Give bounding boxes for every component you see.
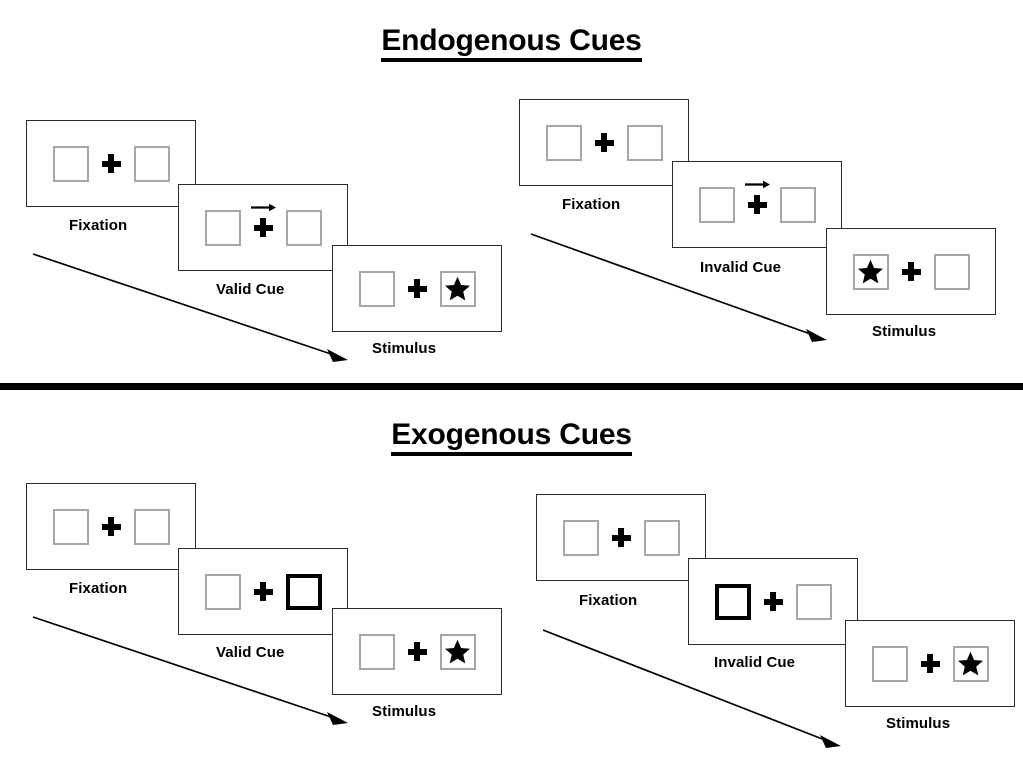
fixation-cross-icon <box>763 592 783 611</box>
fixation-cross-icon <box>251 203 276 237</box>
panel-content <box>673 162 841 247</box>
panel-exogenous-valid-cue <box>178 548 348 635</box>
left-placeholder-box <box>545 124 582 161</box>
panel-exogenous-valid-fixation <box>26 483 196 570</box>
fixation-cross-icon <box>611 528 631 547</box>
caption-exogenous-invalid-cue: Invalid Cue <box>714 654 796 671</box>
stimulus-cluster <box>871 645 989 682</box>
stimulus-cluster <box>545 124 663 161</box>
right-placeholder-box <box>439 270 476 307</box>
star-icon <box>857 258 884 285</box>
panel-content <box>827 229 995 314</box>
left-placeholder-box <box>358 633 395 670</box>
panel-content <box>689 559 857 644</box>
left-placeholder-box <box>871 645 908 682</box>
left-placeholder-box <box>358 270 395 307</box>
fixation-cross-icon <box>745 180 770 214</box>
left-placeholder-box <box>852 253 889 290</box>
left-placeholder-box <box>52 145 89 182</box>
stimulus-cluster <box>852 253 970 290</box>
panel-exogenous-invalid-cue <box>688 558 858 645</box>
fixation-cross-icon <box>901 262 921 281</box>
left-placeholder-box <box>204 573 241 610</box>
section-title-exogenous: Exogenous Cues <box>0 418 1023 456</box>
panel-content <box>179 185 347 270</box>
caption-endogenous-valid-cue: Valid Cue <box>216 281 285 298</box>
caption-exogenous-valid-stimulus: Stimulus <box>372 703 437 720</box>
panel-endogenous-invalid-fixation <box>519 99 689 186</box>
stimulus-cluster <box>204 573 322 610</box>
panel-exogenous-invalid-stimulus <box>845 620 1015 707</box>
star-icon <box>444 275 471 302</box>
stimulus-cluster <box>698 180 816 223</box>
left-placeholder-box-cued <box>714 583 751 620</box>
caption-endogenous-invalid-cue: Invalid Cue <box>700 259 782 276</box>
stimulus-cluster <box>52 145 170 182</box>
left-placeholder-box <box>562 519 599 556</box>
panel-content <box>333 246 501 331</box>
right-placeholder-box <box>626 124 663 161</box>
fixation-cross-icon <box>594 133 614 152</box>
right-placeholder-box <box>643 519 680 556</box>
right-placeholder-box <box>133 145 170 182</box>
section-divider <box>0 383 1023 390</box>
panel-exogenous-invalid-fixation <box>536 494 706 581</box>
fixation-cross-icon <box>407 279 427 298</box>
right-placeholder-box <box>952 645 989 682</box>
panel-content <box>846 621 1014 706</box>
stimulus-cluster <box>358 270 476 307</box>
caption-exogenous-invalid-stimulus: Stimulus <box>886 715 951 732</box>
panel-endogenous-valid-cue <box>178 184 348 271</box>
fixation-cross-icon <box>407 642 427 661</box>
right-arrow-icon <box>744 180 770 191</box>
stimulus-cluster <box>204 203 322 246</box>
stimulus-cluster <box>358 633 476 670</box>
stimulus-cluster <box>714 583 832 620</box>
caption-endogenous-invalid-fixation: Fixation <box>562 196 621 213</box>
section-title-endogenous-text: Endogenous Cues <box>381 25 642 62</box>
section-title-endogenous: Endogenous Cues <box>0 24 1023 62</box>
panel-content <box>179 549 347 634</box>
left-placeholder-box <box>204 209 241 246</box>
left-placeholder-box <box>52 508 89 545</box>
panel-content <box>27 121 195 206</box>
panel-content <box>27 484 195 569</box>
right-placeholder-box <box>285 209 322 246</box>
panel-endogenous-valid-stimulus <box>332 245 502 332</box>
section-title-exogenous-text: Exogenous Cues <box>391 419 632 456</box>
star-icon <box>957 650 984 677</box>
panel-content <box>537 495 705 580</box>
caption-endogenous-valid-stimulus: Stimulus <box>372 340 437 357</box>
caption-exogenous-invalid-fixation: Fixation <box>579 592 638 609</box>
panel-content <box>520 100 688 185</box>
panel-content <box>333 609 501 694</box>
left-placeholder-box <box>698 186 735 223</box>
right-placeholder-box <box>795 583 832 620</box>
caption-endogenous-valid-fixation: Fixation <box>69 217 128 234</box>
caption-exogenous-valid-cue: Valid Cue <box>216 644 285 661</box>
right-placeholder-box <box>933 253 970 290</box>
stimulus-cluster <box>562 519 680 556</box>
exogenous-invalid-time-arrow <box>540 626 850 754</box>
right-placeholder-box <box>779 186 816 223</box>
star-icon <box>444 638 471 665</box>
fixation-cross-icon <box>253 582 273 601</box>
panel-endogenous-invalid-cue <box>672 161 842 248</box>
caption-exogenous-valid-fixation: Fixation <box>69 580 128 597</box>
right-placeholder-box-cued <box>285 573 322 610</box>
panel-endogenous-invalid-stimulus <box>826 228 996 315</box>
fixation-cross-icon <box>920 654 940 673</box>
panel-exogenous-valid-stimulus <box>332 608 502 695</box>
panel-endogenous-valid-fixation <box>26 120 196 207</box>
caption-endogenous-invalid-stimulus: Stimulus <box>872 323 937 340</box>
fixation-cross-icon <box>101 154 121 173</box>
stimulus-cluster <box>52 508 170 545</box>
right-placeholder-box <box>439 633 476 670</box>
right-placeholder-box <box>133 508 170 545</box>
fixation-cross-icon <box>101 517 121 536</box>
right-arrow-icon <box>250 203 276 214</box>
